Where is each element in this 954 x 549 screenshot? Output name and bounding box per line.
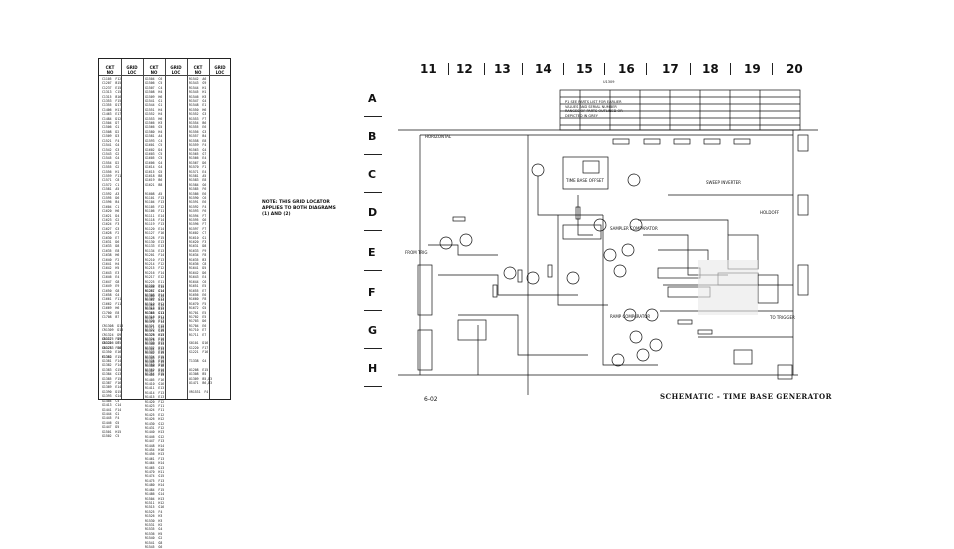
row-letter: F [368, 286, 376, 299]
column-number: 18 [702, 62, 719, 76]
column-number: 15 [576, 62, 593, 76]
label-time-base-offset: TIME BASE OFFSET [566, 178, 604, 183]
row-divider [364, 230, 382, 231]
row-divider [364, 310, 382, 311]
schematic-diagram [398, 89, 818, 395]
grid-column-1: C1105 F12 C1207 B15 C1237 E15 C1313 C15 … [102, 77, 124, 359]
table-divider [209, 59, 210, 399]
row-divider [364, 192, 382, 193]
label-sampler-comparator: SAMPLER COMPARATOR [610, 226, 658, 231]
label-holdoff: HOLDOFF [760, 210, 780, 215]
column-number: 12 [456, 62, 473, 76]
row-divider [364, 348, 382, 349]
label-to-trigger: TO TRIGGER [770, 315, 795, 320]
column-separator [690, 63, 691, 75]
column-separator [604, 63, 605, 75]
header-grid-loc: GRID LOC [170, 65, 182, 75]
column-number: 20 [786, 62, 803, 76]
row-divider [364, 386, 382, 387]
table-divider [143, 59, 144, 399]
grid-column-3: G1504 C6 G1506 C5 G1507 C4 G1508 H4 G150… [145, 77, 165, 377]
header-ckt-no: CKT NO [193, 65, 203, 75]
label-sweep-inverter: SWEEP INVERTER [706, 180, 741, 185]
table-header-divider [99, 75, 230, 76]
row-divider [364, 154, 382, 155]
column-number: 13 [494, 62, 511, 76]
row-divider [364, 270, 382, 271]
grid-column-5: R1542 A6 R1543 G9 R1544 H1 R1545 H1 R154… [189, 77, 213, 394]
column-separator [563, 63, 564, 75]
grid-locator-note: NOTE: THIS GRID LOCATOR APPLIES TO BOTH … [262, 200, 336, 217]
header-grid-loc: GRID LOC [126, 65, 138, 75]
label-parts-note: P1 SEE PARTS LIST FOR EARLIER VALUES AND… [565, 100, 623, 118]
column-number: 19 [744, 62, 761, 76]
label-ramp-comparator: RAMP COMPARATOR [610, 314, 651, 319]
row-letter: A [368, 92, 377, 105]
table-divider [165, 59, 166, 399]
table-divider [121, 59, 122, 399]
column-number: 16 [618, 62, 635, 76]
header-ckt-no: CKT NO [149, 65, 159, 75]
page-reference: 6-02 [424, 396, 438, 403]
schematic-title: SCHEMATIC - TIME BASE GENERATOR [660, 392, 832, 401]
row-letter: E [368, 246, 376, 259]
row-divider [364, 116, 382, 117]
label-from-trig: FROM TRIG [405, 250, 428, 255]
column-number: 14 [535, 62, 552, 76]
label-u1309: U1309 [603, 80, 615, 84]
row-letter: C [368, 168, 377, 181]
header-grid-loc: GRID LOC [214, 65, 226, 75]
grid-locator-table: CKT NO GRID LOC CKT NO GRID LOC CKT NO G… [98, 58, 231, 549]
table-divider [187, 59, 188, 399]
column-separator [448, 63, 449, 75]
row-letter: B [368, 130, 377, 143]
column-number: 11 [420, 62, 437, 76]
grid-column-2: G1317 F13 G1325 D7 G1328 F16 G1350 E16 G… [102, 337, 122, 438]
column-separator [484, 63, 485, 75]
label-horizontal: HORIZONTAL [425, 134, 452, 139]
row-letter: H [368, 362, 378, 375]
header-ckt-no: CKT NO [105, 65, 115, 75]
row-letter: G [368, 324, 378, 337]
row-letter: D [368, 206, 378, 219]
column-separator [522, 63, 523, 75]
column-separator [772, 63, 773, 75]
column-separator [730, 63, 731, 75]
column-number: 17 [662, 62, 679, 76]
column-separator [646, 63, 647, 75]
grid-column-4: R1355 C15 R1357 C14 R1360 C14 R1361 B14 … [145, 285, 165, 549]
